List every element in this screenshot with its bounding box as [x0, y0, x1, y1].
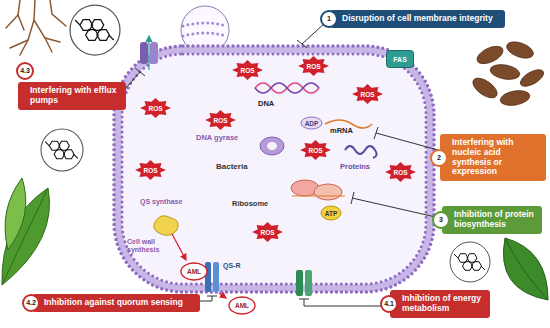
part-label: Bacteria [216, 163, 248, 172]
ros-burst: ROS [232, 60, 263, 80]
callout-text: Interfering with nucleic acid synthesis … [452, 138, 541, 177]
callout-number: 4.2 [22, 294, 40, 312]
callout-box: 4.3Interfering with efflux pumps [18, 82, 126, 110]
callout-text: Inhibition of energy metabolism [402, 294, 485, 314]
callout-text: Interfering with efflux pumps [30, 86, 121, 106]
callout-number: 4.1 [380, 295, 398, 313]
signal-arrow [172, 234, 186, 260]
leaves [503, 238, 548, 300]
roots [6, 0, 66, 55]
callout-number: 3 [432, 211, 450, 229]
ros-burst: ROS [140, 98, 171, 118]
qs-synthase [154, 216, 178, 236]
chemical-structure [70, 5, 120, 55]
node-text: AML [235, 302, 249, 309]
ros-burst: ROS [252, 222, 283, 242]
qs-receptor [205, 262, 219, 292]
node-text: FAS [393, 56, 407, 63]
signal-arrow [219, 293, 226, 298]
callout-text: Inhibition of protein biosynthesis [454, 210, 537, 230]
aml-signal: AML [228, 296, 256, 315]
callout-box: 1Disruption of cell membrane integrity [330, 10, 505, 28]
atp-synthase [296, 270, 312, 296]
ros-burst: ROS [300, 140, 331, 160]
chemical-structure [41, 129, 83, 171]
ros-burst: ROS [352, 84, 383, 104]
node-text: ADP [305, 120, 319, 127]
dna-helix [255, 83, 319, 93]
part-label: DNA gyrase [196, 134, 238, 142]
node-text: ROS [148, 105, 162, 112]
atp-molecule: ATP [320, 205, 342, 221]
part-label: mRNA [330, 127, 353, 135]
leaves [2, 178, 50, 285]
callout-box: 4.2Inhibition against quorum sensing [32, 294, 200, 312]
callout-number: 4.3 [16, 62, 34, 80]
node-text: ROS [213, 117, 227, 124]
dna-gyrase [260, 137, 284, 155]
callout-number: 2 [430, 149, 448, 167]
ribosome [291, 180, 345, 200]
part-label: QS synthase [140, 198, 182, 206]
inhibition-line [126, 22, 440, 306]
node-text: AML [187, 268, 201, 275]
node-text: ROS [143, 167, 157, 174]
seeds [470, 39, 547, 108]
chemical-structure [450, 242, 490, 282]
adp-molecule: ADP [300, 116, 323, 130]
node-text: ROS [360, 91, 374, 98]
part-label: Proteins [340, 163, 370, 171]
node-text: ROS [240, 67, 254, 74]
part-label: DNA [258, 100, 274, 108]
callout-box: 2Interfering with nucleic acid synthesis… [440, 134, 546, 181]
node-text: ATP [325, 210, 338, 217]
ros-burst: ROS [205, 110, 236, 130]
callout-box: 3Inhibition of protein biosynthesis [442, 206, 542, 234]
callout-number: 1 [320, 10, 338, 28]
ros-burst: ROS [135, 160, 166, 180]
bacterial-cell [114, 46, 434, 292]
part-label: Cell wall synthesis [127, 238, 175, 253]
node-text: ROS [260, 229, 274, 236]
node-text: ROS [306, 63, 320, 70]
ros-burst: ROS [298, 56, 329, 76]
fas-box: FAS [386, 50, 414, 68]
aml-signal: AML [180, 262, 208, 281]
node-text: ROS [393, 169, 407, 176]
callout-text: Disruption of cell membrane integrity [342, 14, 500, 24]
callout-box: 4.1Inhibition of energy metabolism [390, 290, 490, 318]
callout-text: Inhibition against quorum sensing [44, 298, 195, 308]
part-label: QS-R [223, 262, 241, 270]
part-label: Ribosome [232, 200, 268, 208]
efflux-pump [140, 36, 158, 70]
node-text: ROS [308, 147, 322, 154]
protein-chain [345, 146, 377, 158]
ros-burst: ROS [385, 162, 416, 182]
